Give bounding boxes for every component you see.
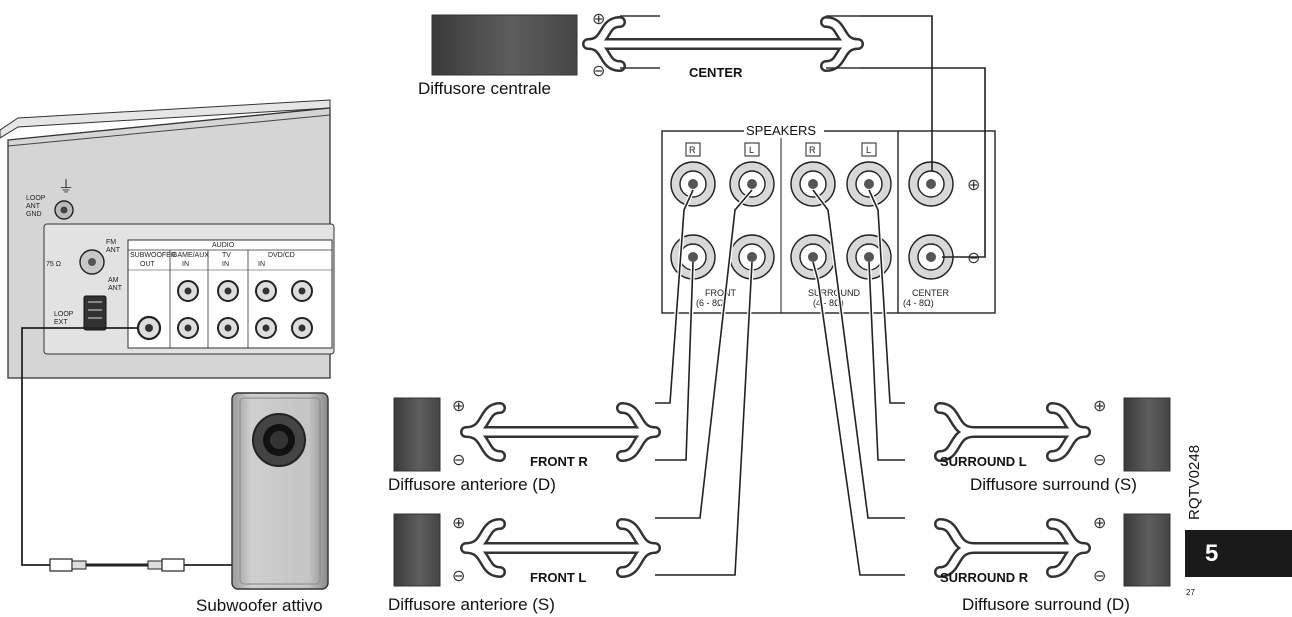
surround-r-speaker (1123, 513, 1171, 587)
surround-terminal-label: SURROUND (808, 288, 861, 298)
am-ant-label: AM (108, 277, 119, 284)
minus-symbol: ⊖ (592, 63, 605, 80)
am-loop-terminal[interactable] (83, 295, 107, 331)
channel-r-tag: R (809, 145, 816, 155)
fm-ant-label: FM (106, 239, 116, 246)
center-cable (582, 15, 864, 72)
loop-ext-label: LOOP (54, 311, 74, 318)
subwoofer (231, 392, 329, 590)
surround-impedance-label: (4 - 8Ω) (813, 298, 844, 308)
document-code: RQTV0248 (1186, 445, 1203, 520)
channel-r-tag: R (689, 145, 696, 155)
am-ant-label: ANT (108, 285, 123, 292)
front-terminal-label: FRONT (705, 288, 736, 298)
plus-symbol: ⊕ (1093, 398, 1106, 415)
minus-symbol: ⊖ (1093, 568, 1106, 585)
fm-ant-label: ANT (106, 247, 121, 254)
front-l-cable (460, 518, 661, 578)
loop-ant-label: LOOP (26, 195, 46, 202)
center-cable-label: CENTER (689, 65, 743, 80)
receiver-back-panel: ⏚ LOOP ANT GND FM ANT 75 Ω AM ANT LOOP E… (0, 99, 335, 379)
fm-ohm-label: 75 Ω (46, 261, 61, 268)
loop-ant-label: ANT (26, 203, 41, 210)
speaker-terminal-panel: R L R L FRONT (6 - 8Ω) SURROUND (4 - 8Ω)… (661, 122, 996, 314)
front-impedance-label: (6 - 8Ω) (696, 298, 727, 308)
subwoofer-out-label: SUBWOOFER (130, 252, 176, 259)
plus-symbol: ⊕ (1093, 515, 1106, 532)
game-aux-label: IN (182, 261, 189, 268)
channel-l-tag: L (749, 145, 754, 155)
front-r-speaker-caption: Diffusore anteriore (D) (388, 475, 556, 494)
plus-symbol: ⊕ (452, 398, 465, 415)
loop-ext-label: EXT (54, 319, 68, 326)
ground-icon: ⏚ (58, 178, 74, 196)
center-speaker (431, 14, 578, 76)
surround-l-speaker-caption: Diffusore surround (S) (970, 475, 1137, 494)
loop-ant-label: GND (26, 211, 42, 218)
tv-label: TV (222, 252, 231, 259)
plus-symbol: ⊕ (452, 515, 465, 532)
subwoofer-caption: Subwoofer attivo (196, 596, 323, 615)
minus-symbol: ⊖ (452, 452, 465, 469)
page-number: 5 (1205, 540, 1219, 567)
surround-r-cable-label: SURROUND R (940, 570, 1029, 585)
front-l-speaker (393, 513, 441, 587)
center-terminal-label: CENTER (912, 288, 950, 298)
surround-r-speaker-caption: Diffusore surround (D) (962, 595, 1130, 614)
surround-l-speaker (1123, 397, 1171, 472)
game-aux-label: GAME/AUX (172, 252, 209, 259)
front-l-cable-label: FRONT L (530, 570, 586, 585)
front-r-cable-label: FRONT R (530, 454, 588, 469)
surround-l-cable (934, 402, 1091, 462)
surround-l-cable-label: SURROUND L (940, 454, 1027, 469)
channel-l-tag: L (866, 145, 871, 155)
tv-label: IN (222, 261, 229, 268)
front-l-speaker-caption: Diffusore anteriore (S) (388, 595, 555, 614)
subwoofer-cable (21, 327, 232, 572)
dvd-label: IN (258, 261, 265, 268)
rca-jacks (177, 280, 313, 339)
center-impedance-label: (4 - 8Ω) (903, 298, 934, 308)
audio-label: AUDIO (212, 242, 235, 249)
surround-r-cable (934, 518, 1091, 578)
minus-symbol: ⊖ (1093, 452, 1106, 469)
center-speaker-caption: Diffusore centrale (418, 79, 551, 98)
minus-symbol: ⊖ (452, 568, 465, 585)
speakers-panel-title: SPEAKERS (746, 123, 816, 138)
subwoofer-out-label: OUT (140, 261, 156, 268)
dvd-label: DVD/CD (268, 252, 295, 259)
panel-minus-symbol: ⊖ (967, 250, 980, 267)
front-r-speaker (393, 397, 441, 472)
page-number-badge: 5 (1185, 530, 1292, 577)
front-r-cable (460, 402, 661, 462)
panel-plus-symbol: ⊕ (967, 177, 980, 194)
page-sub-number: 27 (1186, 588, 1195, 597)
speaker-wires (655, 15, 986, 578)
plus-symbol: ⊕ (592, 11, 605, 28)
